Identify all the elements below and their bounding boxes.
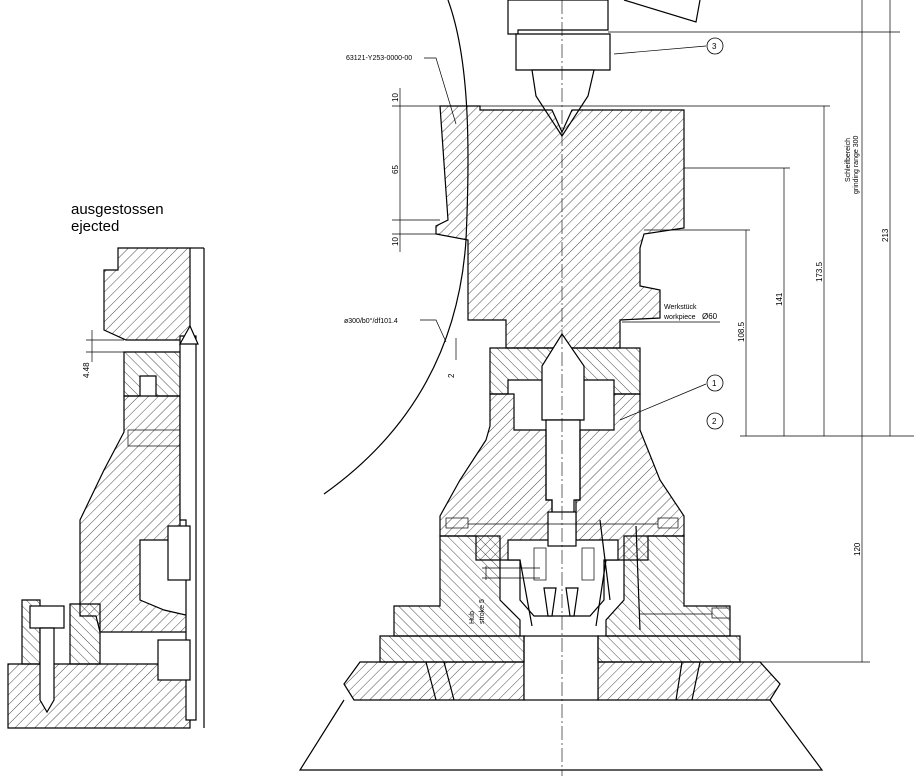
o-ring-far-right: [711, 607, 731, 619]
dim-4-48: 4.48: [82, 362, 91, 378]
coolant-bores: [425, 661, 701, 701]
pin-right: [565, 587, 579, 617]
chuck-body-right: [575, 393, 685, 561]
spindle-nose: [507, 0, 609, 35]
balloon-2-text: 2: [712, 417, 717, 426]
ejected-spring-housing: [167, 525, 191, 581]
spring-right: [581, 547, 595, 581]
balloon-3: [706, 37, 724, 55]
dim-108-5: 108.5: [737, 321, 746, 342]
base-outline: [298, 699, 824, 771]
pin-left: [543, 587, 557, 617]
grind-range-label-en: grinding range 300: [853, 136, 860, 194]
ejected-lower-insert: [157, 639, 191, 681]
part-number-label: 63121-Y253-0000-00: [346, 55, 412, 62]
lower-housing-right: [605, 535, 731, 637]
dim-10-top: 10: [391, 93, 400, 102]
balloon-1-text: 1: [712, 379, 717, 388]
chuck-body: [439, 393, 553, 561]
balloon-1: [706, 374, 724, 392]
ejected-seal: [127, 429, 181, 447]
part-number-leader: [424, 57, 457, 125]
spindle-cover: [623, 0, 701, 23]
spring-left: [533, 547, 547, 581]
o-ring-right: [657, 517, 679, 529]
o-ring-left: [445, 517, 469, 529]
ejected-bolt-head: [29, 605, 65, 629]
ejected-bolt-shank: [39, 627, 55, 714]
dim-65: 65: [391, 165, 400, 174]
grinding-wheel-arc: [323, 0, 469, 495]
workpiece-label-de: Werkstück: [664, 304, 697, 311]
grind-range-label-de: Schleifbereich: [845, 138, 852, 182]
machine-table-right: [597, 661, 781, 701]
dim-120: 120: [853, 542, 862, 556]
table-ring: [379, 635, 741, 663]
ejected-body: [79, 395, 191, 633]
ejected-detail-view: ausgestossen ejected 4.48: [7, 201, 205, 729]
dim-213: 213: [881, 228, 890, 242]
balloon-3-text: 3: [712, 42, 717, 51]
main-section-view: Hub stroke 5 63121-Y253-0000-00 10 65 10…: [298, 0, 914, 776]
bore-lines: [599, 519, 641, 631]
dim-2: 2: [447, 373, 456, 378]
table-bore: [523, 635, 599, 701]
ejected-heading-de: ausgestossen: [71, 201, 164, 218]
stroke-label-en: stroke 5: [479, 599, 486, 624]
balloon-2: [706, 412, 724, 430]
spring-assembly: [507, 539, 619, 617]
workpiece: [435, 105, 685, 349]
workpiece-label-en: workpiece: [663, 314, 696, 321]
dim-141: 141: [775, 292, 784, 306]
ejected-heading-en: ejected: [71, 218, 119, 235]
ejected-workpiece: [103, 247, 191, 341]
radius-spec-leader: [420, 319, 447, 343]
spindle-adapter: [515, 33, 611, 71]
workpiece-diameter: Ø60: [702, 312, 718, 321]
dim-173-5: 173.5: [815, 261, 824, 282]
ejected-center-tip: [178, 324, 199, 345]
radius-spec-label: ø300/b0°/df101.4: [344, 317, 398, 325]
stroke-label-de: Hub: [469, 611, 476, 624]
dim-10-low: 10: [391, 237, 400, 246]
lever-lines: [519, 559, 607, 627]
